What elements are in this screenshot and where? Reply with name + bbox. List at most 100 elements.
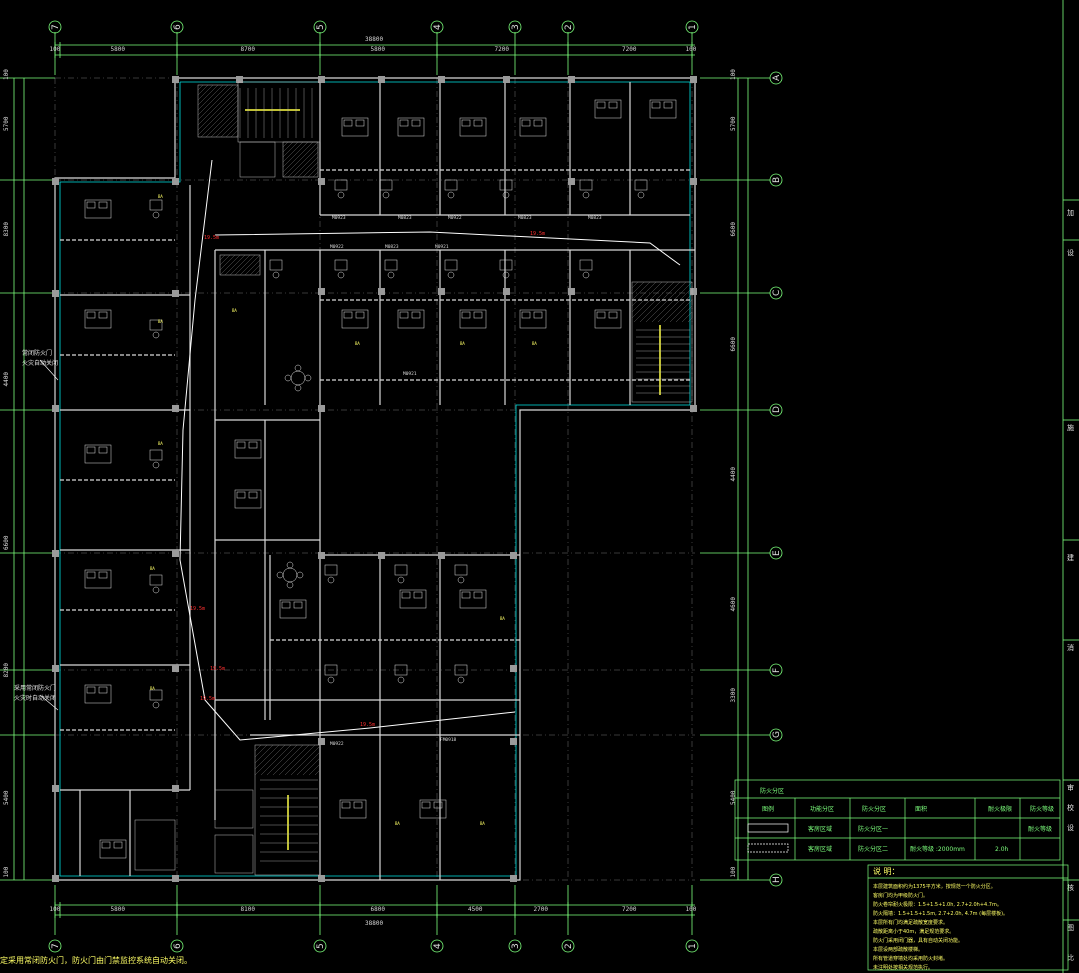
note-line: 本层建筑面积约为1375平方米，按规范一个防火分区。	[873, 883, 996, 890]
title-block-char: 设	[1067, 248, 1074, 257]
axis-bubble-top	[685, 20, 699, 34]
legend-cell: 防火分区二	[858, 845, 888, 853]
row-axis-label: B	[772, 177, 782, 183]
right-dimension-value: 100	[730, 69, 737, 80]
notes-frame	[867, 864, 1069, 971]
room-label: BA	[158, 194, 163, 199]
door-label: M0922	[330, 244, 344, 250]
axis-bubble-bottom	[48, 939, 62, 953]
column-axis-label: 5	[316, 943, 326, 949]
row-axis-label: G	[772, 731, 782, 738]
axis-bubble-top	[561, 20, 575, 34]
hatch-patterns	[197, 84, 693, 776]
axis-bubble-right	[769, 546, 783, 560]
left-note: 火灾自动关闭	[22, 359, 58, 367]
top-dimension-total: 38800	[365, 36, 383, 43]
bottom-note: 定采用常闭防火门，防火门由门禁监控系统自动关闭。	[0, 955, 192, 965]
room-label: BA	[460, 341, 465, 346]
right-dimension-value: 100	[730, 866, 737, 877]
axis-bubble-bottom	[430, 939, 444, 953]
axis-bubble-right	[769, 728, 783, 742]
door-label: FM0918	[440, 737, 457, 743]
dimension-lines	[0, 32, 770, 935]
title-block-char: 核	[1067, 883, 1074, 892]
bottom-dimension-value: 2700	[534, 906, 549, 913]
row-axis-label: C	[772, 290, 782, 296]
top-dimension-value: 5800	[111, 46, 126, 53]
bottom-dimension-total: 38800	[365, 920, 383, 927]
door-label: M0921	[403, 371, 417, 377]
column-axis-label: 3	[511, 24, 521, 30]
axis-bubble-top	[313, 20, 327, 34]
bottom-dimension-value: 100	[50, 906, 61, 913]
row-axis-label: E	[772, 550, 782, 556]
room-label: BA	[232, 308, 237, 313]
axis-bubble-right	[769, 286, 783, 300]
distance-label: 19.5m	[200, 696, 215, 702]
column-axis-label: 4	[433, 943, 443, 949]
title-block-char: 图	[1067, 924, 1074, 932]
legend-header: 防火分区	[862, 805, 886, 813]
stair-steps	[239, 88, 690, 862]
top-dimension-value: 7200	[495, 46, 510, 53]
distance-label: 19.5m	[530, 231, 545, 237]
room-label: BA	[532, 341, 537, 346]
structural-columns	[52, 76, 697, 882]
top-dimension-value: 7200	[622, 46, 637, 53]
distance-label: 19.5m	[360, 722, 375, 728]
left-note: 火灾时自动关闭	[14, 694, 56, 702]
top-dimension-value: 100	[686, 46, 697, 53]
column-axis-label: 7	[51, 24, 61, 30]
distance-label: 19.5m	[204, 235, 219, 241]
door-label: M0823	[398, 215, 412, 221]
top-dimension-value: 100	[50, 46, 61, 53]
distance-label: 19.5m	[190, 606, 205, 612]
axis-bubble-right	[769, 663, 783, 677]
left-dimension-value: 8300	[3, 222, 10, 237]
axis-bubble-top	[48, 20, 62, 34]
note-line: 所有管道穿墙处均采用防火封堵。	[873, 955, 948, 962]
room-label: BA	[150, 686, 155, 691]
axis-bubble-right	[769, 71, 783, 85]
note-line: 客房门均为甲级防火门。	[873, 892, 928, 899]
room-label: BA	[500, 616, 505, 621]
row-axis-label: A	[772, 74, 782, 81]
axis-bubble-right	[769, 403, 783, 417]
title-block-char: 设	[1067, 823, 1074, 832]
column-axis-label: 3	[511, 943, 521, 949]
legend-header: 功能分区	[810, 805, 834, 813]
title-block-char: 审	[1067, 783, 1074, 792]
bottom-dimension-value: 5800	[111, 906, 126, 913]
right-dimension-value: 6600	[730, 337, 737, 352]
legend-cell: 2.0h	[995, 846, 1009, 853]
left-dimension-value: 5700	[3, 116, 10, 131]
row-axis-label: D	[772, 406, 782, 413]
row-axis-label: F	[772, 668, 782, 673]
axis-bubble-right	[769, 173, 783, 187]
room-furniture	[84, 99, 677, 859]
bottom-dimension-value: 100	[686, 906, 697, 913]
door-label: M0823	[385, 244, 399, 250]
legend-cell: 耐火等级	[1028, 825, 1052, 833]
room-label: BA	[158, 319, 163, 324]
legend-header: 防火等级	[1030, 805, 1054, 813]
column-axis-label: 5	[316, 24, 326, 30]
right-dimension-value: 3300	[730, 688, 737, 703]
door-label: M0823	[588, 215, 602, 221]
left-note: 采用常闭防火门	[14, 684, 56, 692]
legend-title: 防火分区	[760, 787, 784, 795]
legend-cell: 客房区域	[808, 825, 832, 833]
right-dimension-value: 5400	[730, 790, 737, 805]
title-block-char: 建	[1067, 553, 1074, 562]
column-axis-label: 2	[564, 943, 574, 949]
legend-table	[734, 779, 1061, 861]
axis-bubble-bottom	[170, 939, 184, 953]
top-dimension-value: 8700	[241, 46, 256, 53]
legend-cell: 防火分区一	[858, 825, 888, 833]
axis-bubble-top	[430, 20, 444, 34]
title-block-char: 施	[1067, 423, 1074, 432]
note-line: 未注明处按相关规范执行。	[873, 964, 933, 971]
distance-label: 19.5m	[210, 666, 225, 672]
legend-header: 图例	[762, 805, 774, 813]
